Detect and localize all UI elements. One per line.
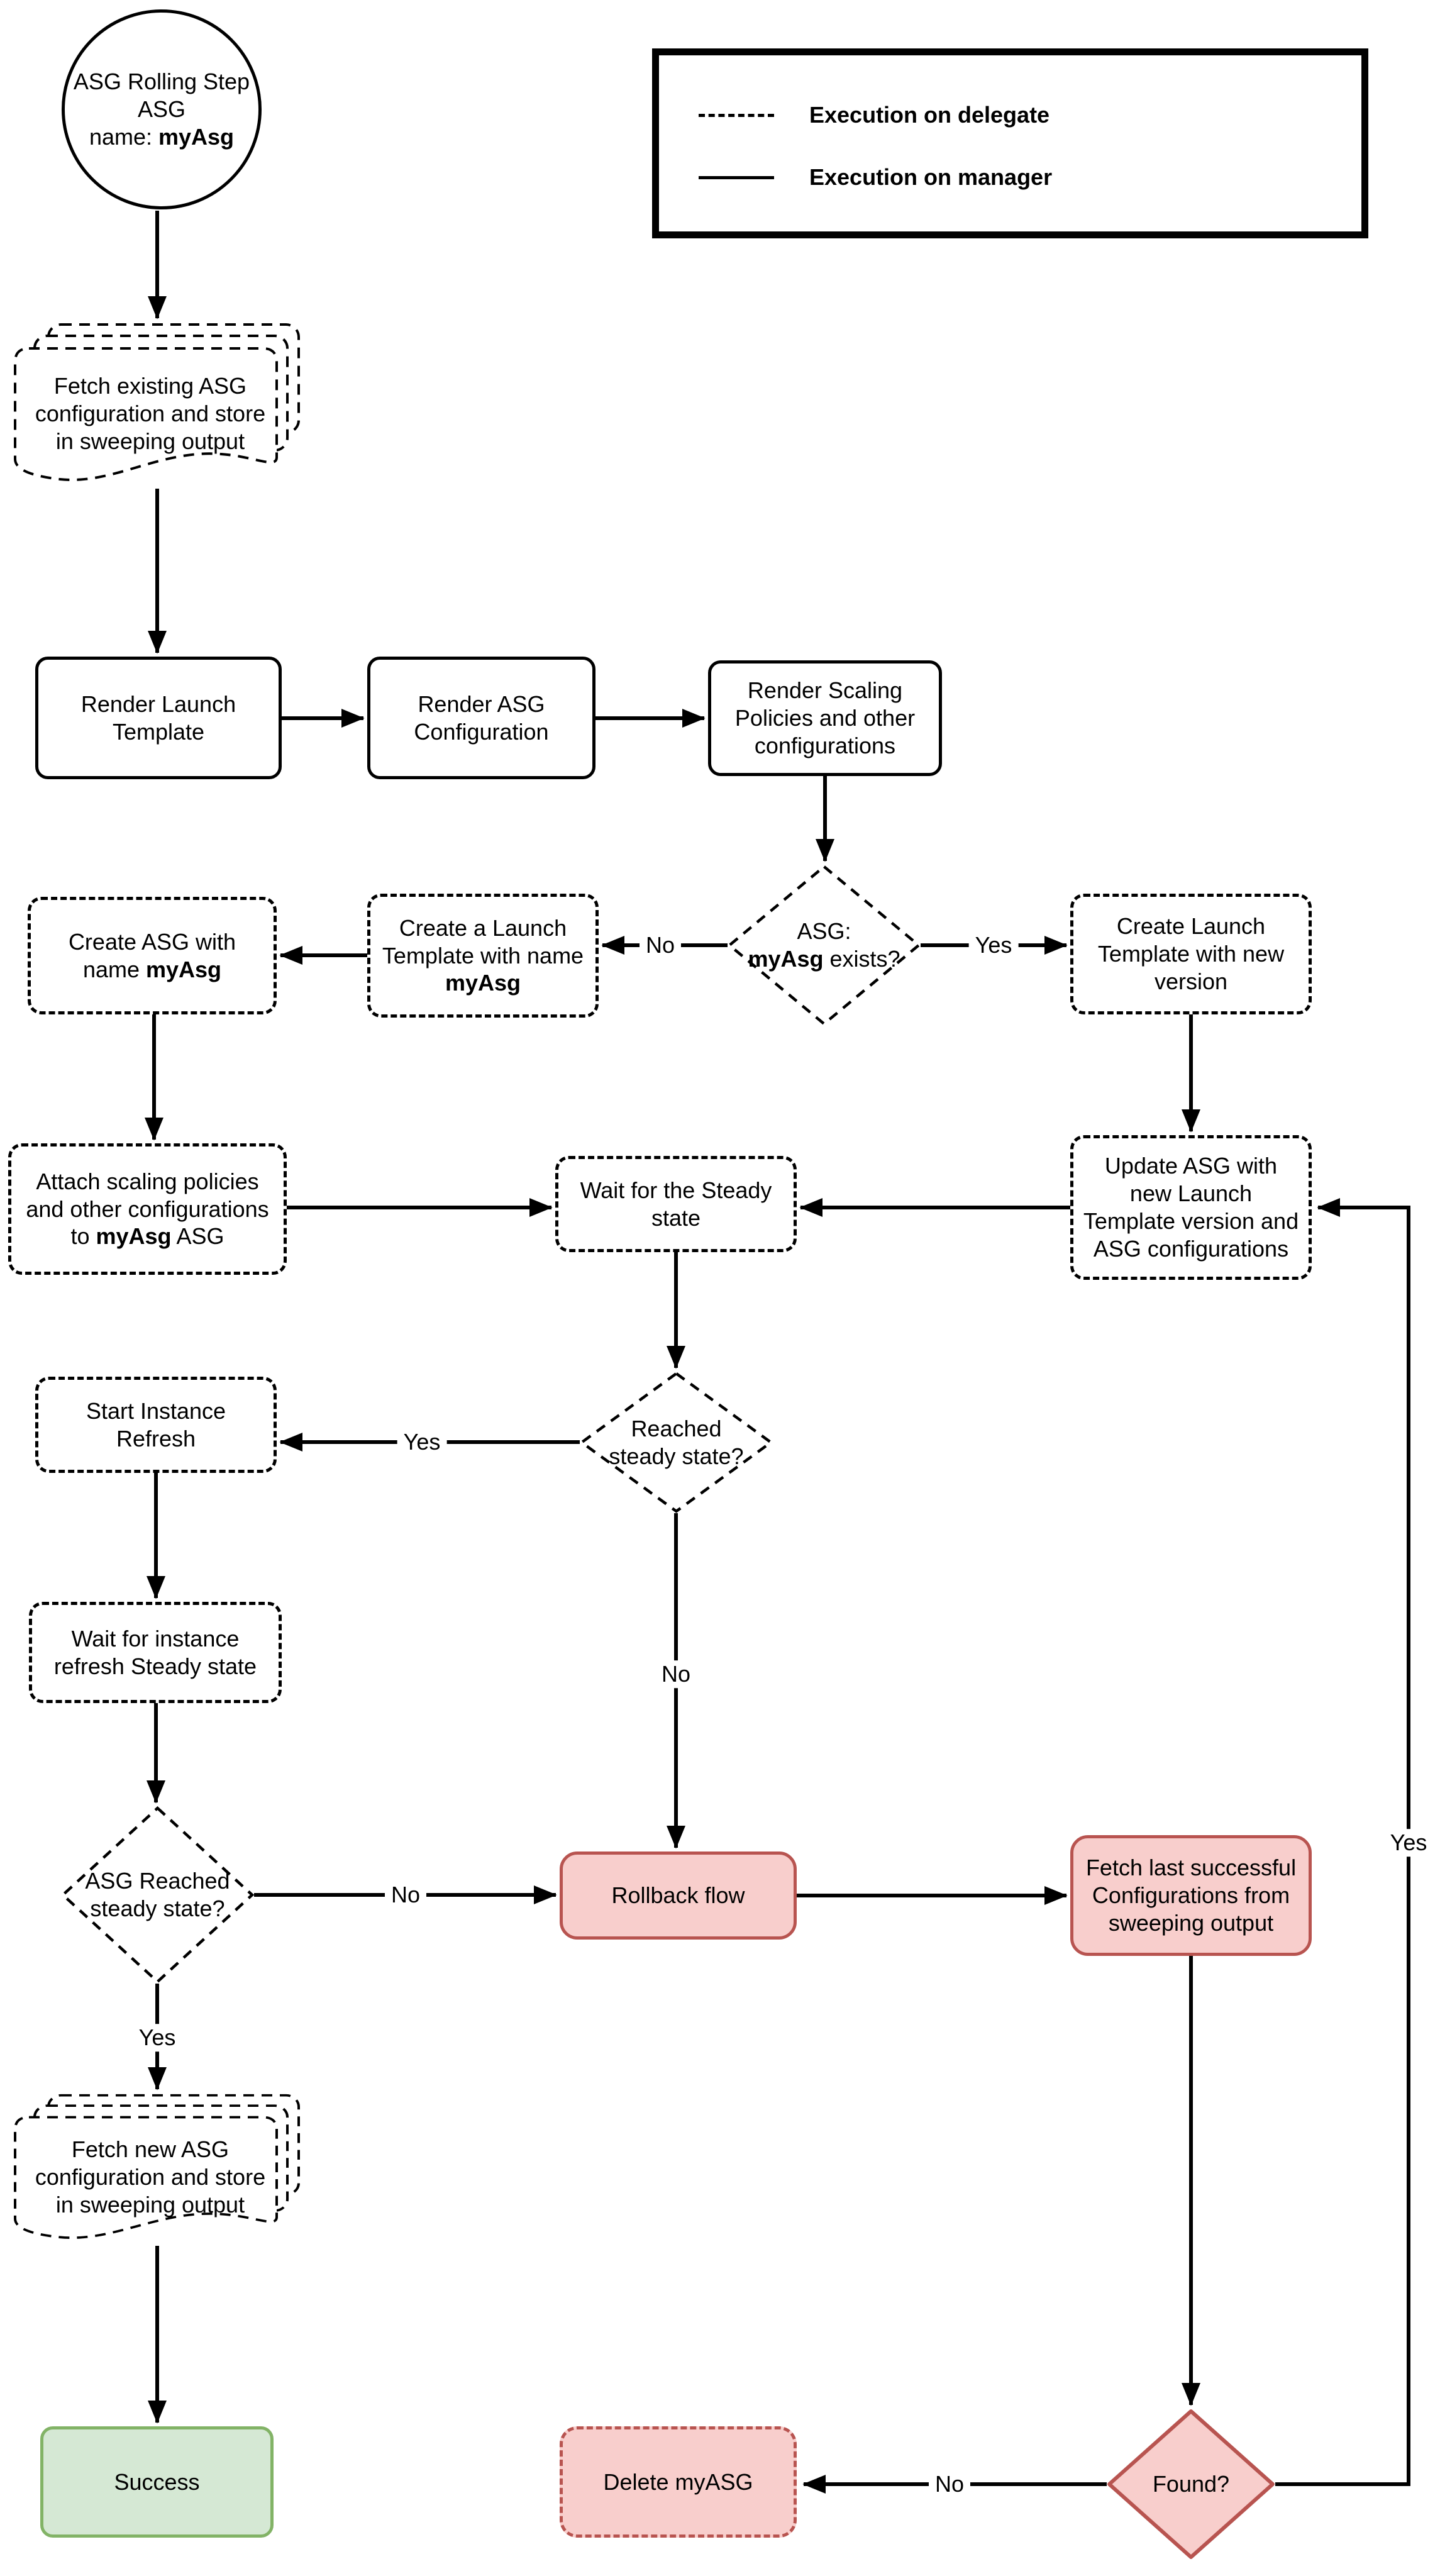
asg-exists-decision: ASG: myAsg exists? bbox=[728, 865, 921, 1026]
edge-label-yes-reached-steady: Yes bbox=[397, 1428, 447, 1456]
multi-document-shape bbox=[14, 323, 300, 481]
delete-asg-node: Delete myASG bbox=[560, 2426, 797, 2538]
render-scaling-policies-label: Render Scaling Policies and other config… bbox=[734, 677, 916, 758]
create-launch-template-name-label: Create a Launch Template with name myAsg bbox=[382, 914, 584, 996]
found-decision: Found? bbox=[1107, 2409, 1275, 2560]
reached-steady-state-label: Reached steady state? bbox=[609, 1415, 744, 1469]
render-asg-configuration-label: Render ASG Configuration bbox=[414, 691, 549, 745]
render-launch-template-node: Render Launch Template bbox=[35, 657, 282, 779]
legend-label-delegate: Execution on delegate bbox=[809, 102, 1050, 128]
legend-row-delegate: Execution on delegate bbox=[699, 101, 1361, 129]
edge-label-no-asg-exists: No bbox=[639, 931, 682, 959]
rollback-flow-label: Rollback flow bbox=[611, 1882, 745, 1909]
edge-label-yes-asg-exists: Yes bbox=[968, 931, 1019, 959]
wait-steady-state-label: Wait for the Steady state bbox=[580, 1177, 772, 1231]
create-launch-template-new-version-node: Create Launch Template with new version bbox=[1070, 894, 1312, 1014]
start-instance-refresh-node: Start Instance Refresh bbox=[35, 1377, 277, 1473]
rollback-flow-node: Rollback flow bbox=[560, 1852, 797, 1940]
render-scaling-policies-node: Render Scaling Policies and other config… bbox=[708, 660, 942, 776]
wait-steady-state-node: Wait for the Steady state bbox=[555, 1156, 797, 1252]
delete-asg-label: Delete myASG bbox=[603, 2468, 753, 2495]
success-label: Success bbox=[114, 2468, 200, 2495]
update-asg-node: Update ASG with new Launch Template vers… bbox=[1070, 1135, 1312, 1280]
create-launch-template-new-version-label: Create Launch Template with new version bbox=[1097, 913, 1285, 994]
edge-label-yes-asg-reached: Yes bbox=[132, 2024, 182, 2051]
edge-label-no-found: No bbox=[928, 2470, 971, 2498]
asg-reached-steady-state-label: ASG Reached steady state? bbox=[85, 1868, 230, 1921]
reached-steady-state-decision: Reached steady state? bbox=[580, 1372, 773, 1513]
wait-instance-refresh-label: Wait for instance refresh Steady state bbox=[53, 1625, 257, 1679]
start-node-line1: ASG Rolling Step bbox=[73, 69, 250, 95]
update-asg-label: Update ASG with new Launch Template vers… bbox=[1083, 1153, 1299, 1262]
attach-scaling-policies-node: Attach scaling policies and other config… bbox=[8, 1143, 287, 1275]
solid-line-sample bbox=[699, 175, 774, 179]
asg-exists-label: ASG: myAsg exists? bbox=[748, 918, 900, 972]
edge-label-no-reached-steady: No bbox=[655, 1660, 697, 1688]
success-node: Success bbox=[40, 2426, 274, 2538]
fetch-existing-config-node: Fetch existing ASG configuration and sto… bbox=[13, 322, 302, 489]
start-node: ASG Rolling Step ASG name: myAsg bbox=[62, 9, 262, 209]
found-label: Found? bbox=[1152, 2471, 1230, 2497]
fetch-last-successful-config-label: Fetch last successful Configurations fro… bbox=[1085, 1855, 1297, 1936]
start-node-line3: name: myAsg bbox=[89, 123, 235, 150]
attach-scaling-policies-label: Attach scaling policies and other config… bbox=[26, 1168, 269, 1250]
fetch-new-config-label: Fetch new ASG configuration and store in… bbox=[35, 2136, 266, 2218]
start-node-line2: ASG bbox=[137, 96, 186, 123]
wait-instance-refresh-node: Wait for instance refresh Steady state bbox=[29, 1602, 282, 1703]
create-launch-template-name-node: Create a Launch Template with name myAsg bbox=[367, 894, 599, 1018]
multi-document-shape bbox=[14, 2094, 300, 2239]
asg-reached-steady-state-decision: ASG Reached steady state? bbox=[61, 1806, 254, 1984]
edge-label-yes-found: Yes bbox=[1383, 1829, 1434, 1857]
start-instance-refresh-label: Start Instance Refresh bbox=[86, 1397, 226, 1452]
render-asg-configuration-node: Render ASG Configuration bbox=[367, 657, 595, 779]
create-asg-label: Create ASG with name myAsg bbox=[68, 928, 236, 982]
edge-label-no-asg-reached: No bbox=[384, 1881, 427, 1909]
legend-row-manager: Execution on manager bbox=[699, 164, 1361, 191]
fetch-new-config-node: Fetch new ASG configuration and store in… bbox=[13, 2093, 302, 2246]
legend: Execution on delegate Execution on manag… bbox=[652, 48, 1368, 238]
create-asg-node: Create ASG with name myAsg bbox=[28, 897, 277, 1014]
fetch-last-successful-config-node: Fetch last successful Configurations fro… bbox=[1070, 1835, 1312, 1956]
render-launch-template-label: Render Launch Template bbox=[80, 691, 236, 745]
fetch-existing-config-label: Fetch existing ASG configuration and sto… bbox=[35, 372, 266, 454]
legend-label-manager: Execution on manager bbox=[809, 164, 1053, 190]
dashed-line-sample bbox=[699, 113, 774, 117]
